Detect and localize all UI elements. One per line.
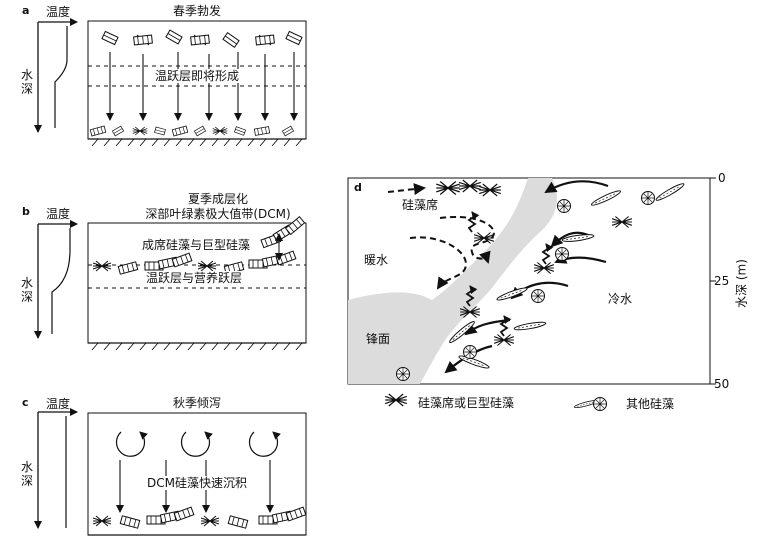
surface-diatoms bbox=[101, 29, 303, 48]
depth-tick-0: 0 bbox=[718, 171, 726, 185]
panel-c-temperature-label: 温度 bbox=[46, 397, 71, 411]
depth-axis-title: 水深 (m) bbox=[734, 259, 749, 308]
panel-a-note-text: 温跃层即将形成 bbox=[151, 69, 242, 83]
panel-b-note-diatoms: 成席硅藻与巨型硅藻 bbox=[140, 238, 253, 252]
mixing-loop-arrows bbox=[115, 431, 281, 457]
warm-water-arrows bbox=[387, 183, 496, 290]
panel-b-note-clines: 温跃层与营养跃层 bbox=[144, 271, 245, 285]
front-label: 锋面 bbox=[366, 332, 391, 346]
sinking-arrows bbox=[106, 52, 298, 121]
panel-b-depth-label: 水深 bbox=[21, 276, 34, 304]
panel-b-title-line2: 深部叶绿素极大值带(DCM) bbox=[145, 207, 291, 221]
upward-zigzag-arrows bbox=[465, 211, 554, 337]
depth-tick-50: 50 bbox=[714, 377, 730, 391]
depth-tick-25: 25 bbox=[714, 274, 730, 288]
panel-c bbox=[34, 408, 307, 536]
seafloor-hatching bbox=[91, 138, 303, 147]
settled-diatoms bbox=[89, 125, 294, 137]
cold-water-label: 冷水 bbox=[608, 292, 633, 306]
panel-a-note: 温跃层即将形成 bbox=[88, 69, 306, 83]
panel-d bbox=[347, 177, 716, 411]
panel-b-letter: b bbox=[22, 205, 30, 218]
panel-b-note-diatoms-text: 成席硅藻与巨型硅藻 bbox=[140, 238, 253, 252]
temperature-profile bbox=[54, 26, 68, 128]
panel-b bbox=[34, 216, 308, 351]
sedimented-diatoms bbox=[92, 507, 306, 529]
panel-a bbox=[34, 18, 307, 147]
legend-disc-icon bbox=[593, 397, 607, 411]
seafloor-hatching bbox=[91, 342, 303, 351]
cold-water-arrows bbox=[444, 180, 609, 374]
panel-c-title: 秋季倾泻 bbox=[172, 396, 221, 410]
temperature-profile bbox=[51, 228, 71, 334]
legend-other-label: 其他硅藻 bbox=[626, 397, 675, 411]
panel-a-temperature-label: 温度 bbox=[46, 5, 71, 19]
warm-water-label: 暖水 bbox=[364, 253, 389, 267]
front-zone bbox=[348, 178, 557, 384]
panel-b-note-clines-text: 温跃层与营养跃层 bbox=[144, 271, 245, 285]
legend-mat-label: 硅藻席或巨型硅藻 bbox=[418, 396, 515, 410]
depth-ticks bbox=[710, 177, 716, 385]
legend-mat-icon bbox=[384, 393, 408, 407]
diatom-mat-label: 硅藻席 bbox=[402, 198, 439, 212]
panel-d-letter: d bbox=[354, 181, 362, 194]
panel-b-title-line1: 夏季成层化 bbox=[187, 192, 248, 206]
panel-c-letter: c bbox=[22, 396, 29, 409]
panel-a-title: 春季勃发 bbox=[172, 4, 221, 18]
panel-c-note: DCM硅藻快速沉积 bbox=[88, 476, 306, 490]
panel-c-note-text: DCM硅藻快速沉积 bbox=[144, 476, 250, 490]
panel-b-temperature-label: 温度 bbox=[46, 207, 71, 221]
panel-c-depth-label: 水深 bbox=[21, 460, 34, 488]
panel-a-depth-label: 水深 bbox=[21, 68, 34, 96]
panel-a-letter: a bbox=[22, 4, 30, 17]
